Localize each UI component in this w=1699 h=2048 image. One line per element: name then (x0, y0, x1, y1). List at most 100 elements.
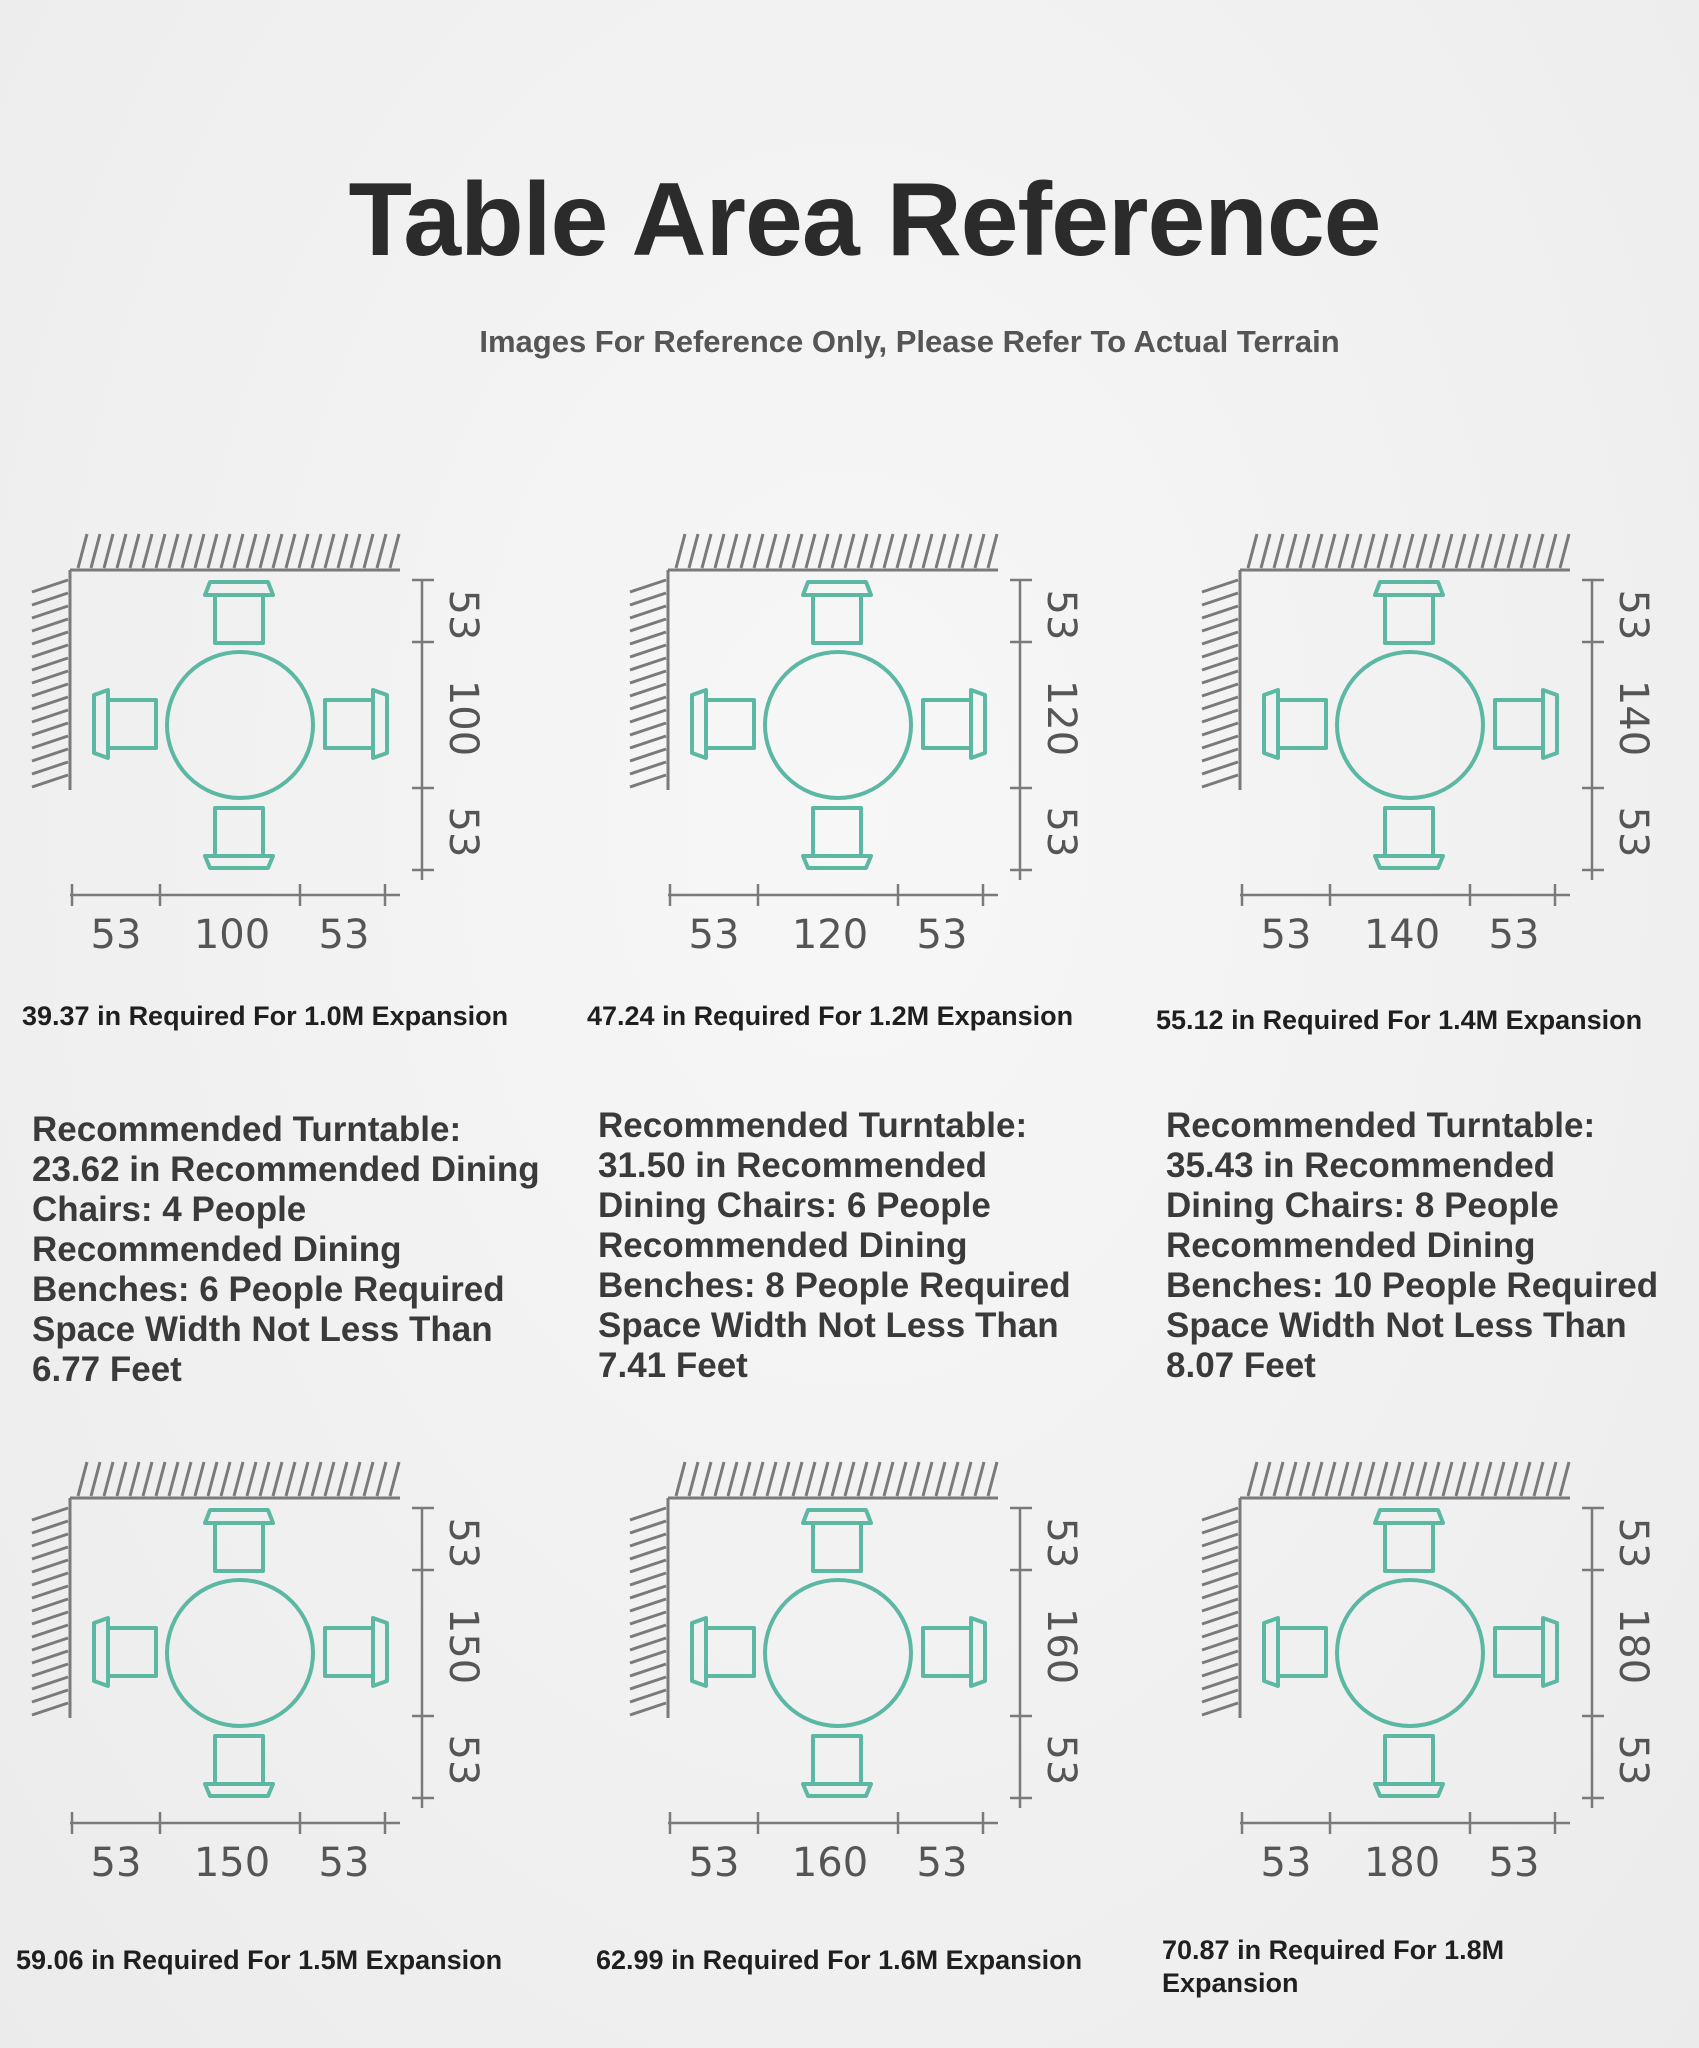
chair-top-back (1373, 1508, 1445, 1525)
hatch-mark (856, 533, 869, 569)
dimension-label: 53 (319, 912, 370, 958)
chair-left-back (690, 1616, 708, 1688)
hatch-mark (817, 533, 830, 569)
chair-left-back (1262, 688, 1280, 760)
wall-hatch-left (1201, 570, 1242, 790)
hatch-mark (713, 1461, 726, 1497)
hatch-mark (1201, 578, 1239, 594)
hatch-mark (206, 1461, 219, 1497)
hatch-mark (973, 533, 986, 569)
hatch-mark (1201, 656, 1239, 672)
dimension-label: 53 (689, 1840, 740, 1886)
dimension-label: 53 (91, 1840, 142, 1886)
hatch-mark (765, 1461, 778, 1497)
dimension-label: 53 (689, 912, 740, 958)
hatch-mark (271, 1461, 284, 1497)
dimension-horizontal (70, 1812, 400, 1834)
hatch-mark (31, 1584, 69, 1600)
hatch-mark (1259, 533, 1272, 569)
hatch-mark (1467, 1461, 1480, 1497)
hatch-mark (629, 773, 667, 789)
diagram-caption-4: 59.06 in Required For 1.5M Expansion (16, 1945, 503, 1975)
hatch-mark (1272, 533, 1285, 569)
hatch-mark (31, 1662, 69, 1678)
hatch-mark (921, 1461, 934, 1497)
hatch-mark (739, 533, 752, 569)
hatch-mark (1558, 533, 1571, 569)
wall-hatch-left (31, 570, 72, 790)
hatch-mark (1324, 1461, 1337, 1497)
hatch-mark (674, 1461, 687, 1497)
chair-bottom-back (1373, 1782, 1445, 1798)
hatch-mark (89, 533, 102, 569)
hatch-mark (180, 1461, 193, 1497)
chair-bottom-back (203, 854, 275, 870)
chair-top-back (801, 1508, 873, 1525)
hatch-mark (193, 533, 206, 569)
hatch-mark (115, 1461, 128, 1497)
hatch-mark (1201, 682, 1239, 698)
recommendation-line: 7.41 Feet (598, 1346, 748, 1385)
dimension-label: 53 (917, 912, 968, 958)
wall-hatch-left (1201, 1498, 1242, 1718)
dimension-label: 180 (1364, 1840, 1440, 1886)
hatch-mark (1298, 533, 1311, 569)
dimension-horizontal (668, 1812, 998, 1834)
hatch-mark (856, 1461, 869, 1497)
round-table (165, 650, 315, 800)
hatch-mark (843, 1461, 856, 1497)
hatch-mark (1201, 1584, 1239, 1600)
dimension-label: 53 (1610, 590, 1656, 641)
hatch-mark (31, 734, 69, 750)
hatch-mark (804, 533, 817, 569)
chair-top-back (801, 580, 873, 597)
hatch-mark (141, 1461, 154, 1497)
hatch-mark (629, 708, 667, 724)
chair-top-back (203, 580, 275, 597)
hatch-mark (1201, 1701, 1239, 1717)
hatch-mark (1454, 1461, 1467, 1497)
wall-hatch-left (629, 1498, 670, 1718)
dimension-horizontal (668, 884, 998, 906)
hatch-mark (31, 1623, 69, 1639)
hatch-mark (1428, 533, 1441, 569)
hatch-mark (629, 656, 667, 672)
hatch-mark (629, 578, 667, 594)
chair-right (323, 1626, 375, 1678)
hatch-mark (778, 533, 791, 569)
hatch-mark (629, 591, 667, 607)
hatch-mark (1201, 773, 1239, 789)
round-table (1335, 1578, 1485, 1728)
hatch-mark (1389, 533, 1402, 569)
hatch-mark (31, 760, 69, 776)
hatch-mark (232, 533, 245, 569)
hatch-mark (674, 533, 687, 569)
page-title: Table Area Reference (348, 162, 1381, 278)
hatch-mark (726, 1461, 739, 1497)
dimension-label: 53 (1489, 1840, 1540, 1886)
round-table (1335, 650, 1485, 800)
dimension-label: 53 (1038, 1735, 1084, 1786)
hatch-mark (1441, 533, 1454, 569)
hatch-mark (128, 1461, 141, 1497)
dimension-label: 53 (1261, 1840, 1312, 1886)
hatch-mark (921, 533, 934, 569)
hatch-mark (31, 1701, 69, 1717)
hatch-mark (1201, 1506, 1239, 1522)
hatch-mark (629, 1623, 667, 1639)
hatch-mark (31, 1597, 69, 1613)
hatch-mark (1285, 533, 1298, 569)
hatch-mark (934, 533, 947, 569)
hatch-mark (1201, 1558, 1239, 1574)
chair-right (921, 1626, 973, 1678)
hatch-mark (1545, 1461, 1558, 1497)
hatch-mark (297, 533, 310, 569)
chair-right-back (1541, 688, 1559, 760)
dimension-label: 53 (1610, 807, 1656, 858)
dimension-label: 53 (319, 1840, 370, 1886)
recommendation-line: Chairs: 4 People (32, 1190, 307, 1229)
hatch-mark (629, 1701, 667, 1717)
